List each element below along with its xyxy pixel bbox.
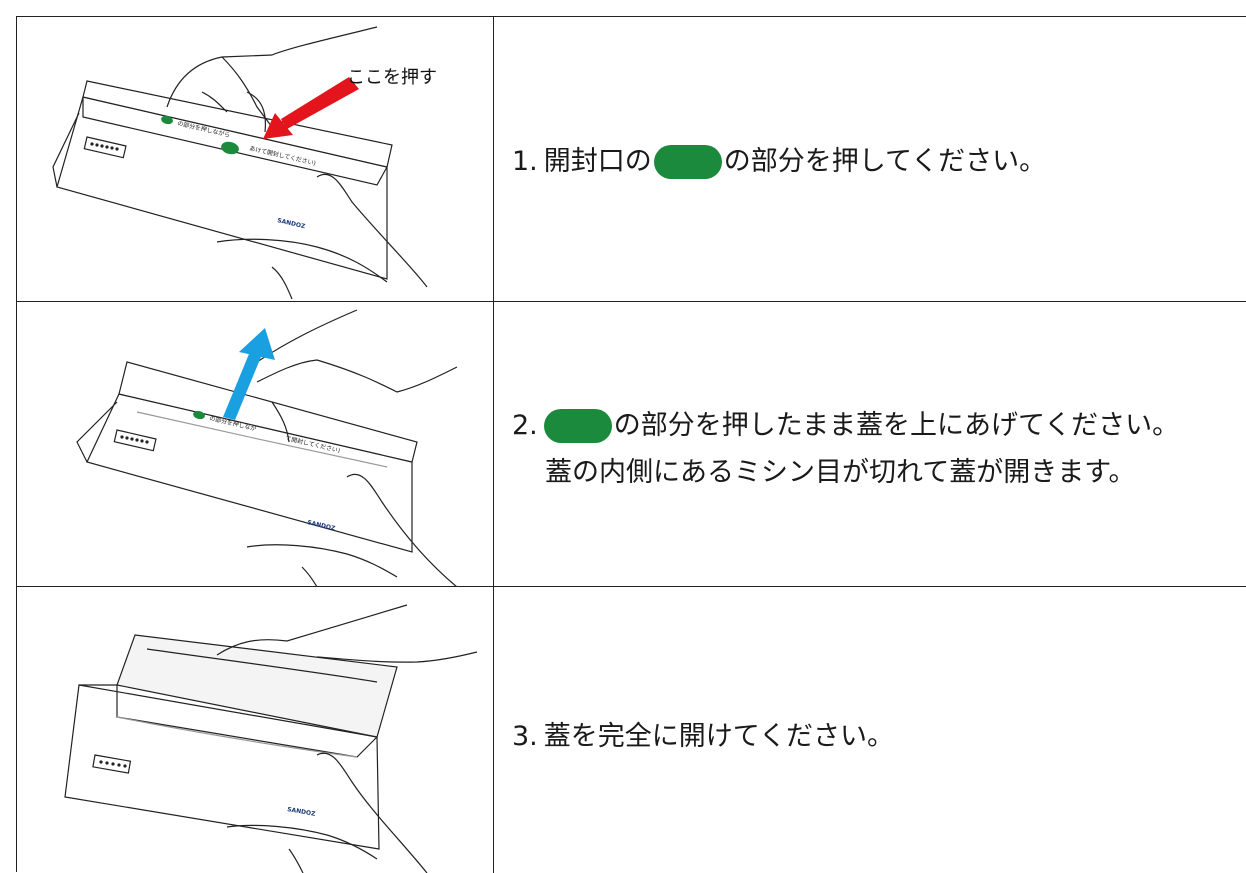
step-3-illustration: SANDOZ xyxy=(17,587,494,873)
step-1-instruction: 1. 開封口の の部分を押してください。 xyxy=(512,145,1046,179)
box-illustration-icon: の部分を押しなが て開封してください) SANDOZ xyxy=(76,309,458,586)
step-1-text-cell: 1. 開封口の の部分を押してください。 xyxy=(495,17,1246,301)
step-2-illustration: の部分を押しなが て開封してください) SANDOZ xyxy=(17,302,494,586)
step-row-2: の部分を押しなが て開封してください) SANDOZ 2. の部分を押したまま蓋… xyxy=(17,302,1246,587)
step-2-instruction: 2. の部分を押したまま蓋を上にあげてください。 xyxy=(512,409,1179,443)
step-1-number: 1. xyxy=(512,146,538,177)
step-2-text-after: の部分を押したまま蓋を上にあげてください。 xyxy=(613,410,1180,441)
callout-text: ここを押す xyxy=(347,67,437,88)
step-2-number: 2. xyxy=(512,410,538,441)
step-row-1: の部分を押しながら あけて開封してください) SANDOZ ここを押す 1. 開… xyxy=(17,17,1246,302)
step-3-instruction: 3. 蓋を完全に開けてください。 xyxy=(512,720,894,754)
sandoz-logo: SANDOZ xyxy=(287,806,317,818)
green-marker-icon xyxy=(653,145,722,179)
instruction-table: の部分を押しながら あけて開封してください) SANDOZ ここを押す 1. 開… xyxy=(16,16,1246,873)
step-row-3: SANDOZ 3. 蓋を完全に開けてください。 xyxy=(17,587,1246,873)
step-1-text-after: の部分を押してください。 xyxy=(723,146,1047,177)
step-2-instruction-line-2: 蓋の内側にあるミシン目が切れて蓋が開きます。 xyxy=(545,456,1136,490)
step-2-text-line2: 蓋の内側にあるミシン目が切れて蓋が開きます。 xyxy=(545,457,1136,488)
step-3-text: 蓋を完全に開けてください。 xyxy=(543,721,894,752)
box-illustration-icon: の部分を押しながら あけて開封してください) SANDOZ ここを押す xyxy=(52,26,437,300)
step-1-text-before: 開封口の xyxy=(543,146,652,177)
box-illustration-icon: SANDOZ xyxy=(64,604,478,873)
step-1-illustration: の部分を押しながら あけて開封してください) SANDOZ ここを押す xyxy=(17,17,494,301)
step-3-number: 3. xyxy=(512,721,538,752)
step-3-text-cell: 3. 蓋を完全に開けてください。 xyxy=(495,587,1246,873)
blue-arrow-icon xyxy=(223,328,275,420)
red-arrow-icon xyxy=(263,77,359,139)
green-marker-icon xyxy=(543,409,612,443)
step-2-text-cell: 2. の部分を押したまま蓋を上にあげてください。 蓋の内側にあるミシン目が切れて… xyxy=(495,302,1246,586)
